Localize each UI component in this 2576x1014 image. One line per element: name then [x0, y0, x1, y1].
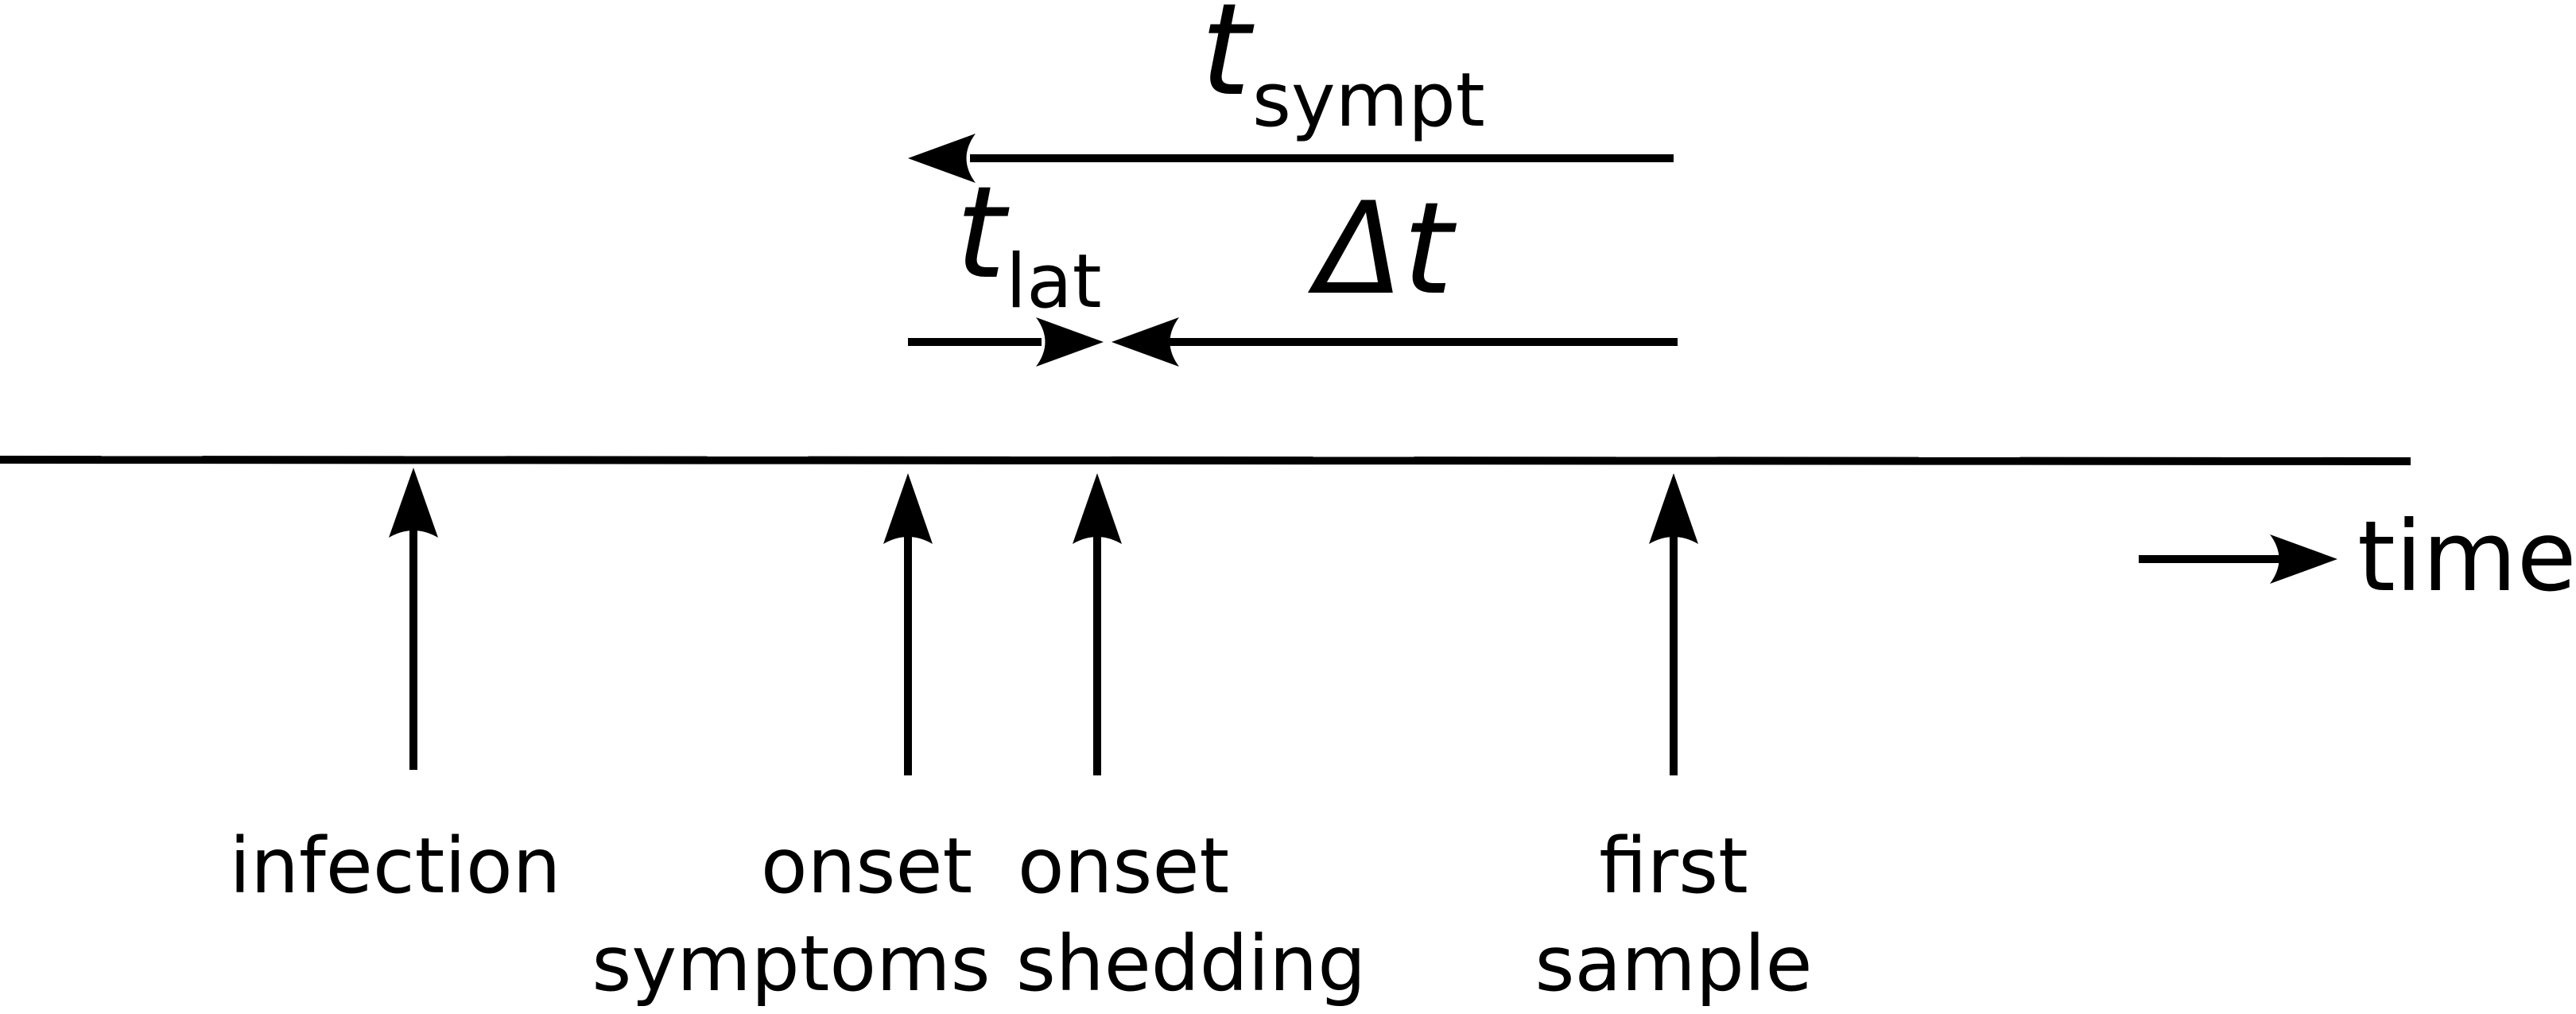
onset-symptoms-label-line2: symptoms	[592, 919, 990, 1008]
time-axis-label: time	[2357, 500, 2576, 613]
onset-symptoms-label-line1: onset	[761, 822, 972, 911]
timeline-axis	[0, 456, 2411, 465]
t-lat-label: t lat	[956, 158, 1102, 325]
first-sample-arrow	[1649, 473, 1698, 775]
t-lat-interval-arrow	[908, 317, 1104, 367]
first-sample-label-line2: sample	[1534, 919, 1812, 1008]
t-sympt-label: t sympt	[1201, 0, 1485, 144]
infection-label: infection	[229, 822, 561, 911]
first-sample-label-line1: first	[1599, 822, 1748, 911]
onset-shedding-label-line2: shedding	[1016, 919, 1366, 1008]
time-direction-arrow	[2139, 534, 2337, 584]
onset-symptoms-arrow	[883, 473, 933, 775]
delta-t-label: Δt	[1307, 174, 1457, 323]
onset-shedding-arrow	[1073, 473, 1122, 775]
delta-t-interval-arrow	[1111, 317, 1678, 367]
t-sympt-interval-arrow	[908, 134, 1674, 183]
t-sympt-subscript: sympt	[1252, 57, 1485, 144]
t-lat-symbol: t	[956, 158, 1010, 307]
infection-arrow	[389, 468, 438, 770]
onset-shedding-label-line1: onset	[1018, 822, 1229, 911]
t-sympt-symbol: t	[1201, 0, 1255, 124]
t-lat-subscript: lat	[1006, 239, 1102, 325]
